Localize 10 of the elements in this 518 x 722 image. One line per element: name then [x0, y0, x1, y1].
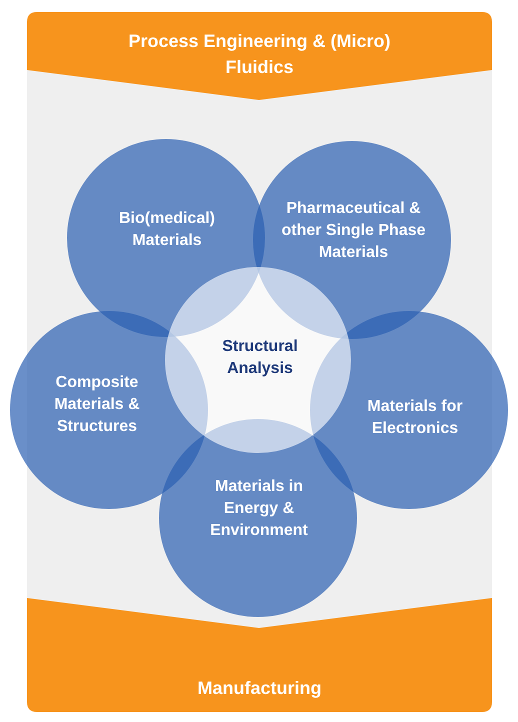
node-label: Process Engineering & (Micro) Fluidics [127, 30, 392, 79]
node-label: Bio(medical) Materials [118, 209, 216, 251]
top-banner [27, 12, 492, 102]
bottom-banner [27, 598, 492, 712]
node-label: Materials for Electronics [366, 397, 464, 439]
node-label: Composite Materials & Structures [53, 373, 141, 437]
node-label: Materials in Energy & Environment [209, 477, 309, 541]
node-label: Manufacturing [196, 677, 322, 700]
node-label: Structural Analysis [221, 337, 299, 379]
node-label: Pharmaceutical & other Single Phase Materials [281, 199, 426, 263]
